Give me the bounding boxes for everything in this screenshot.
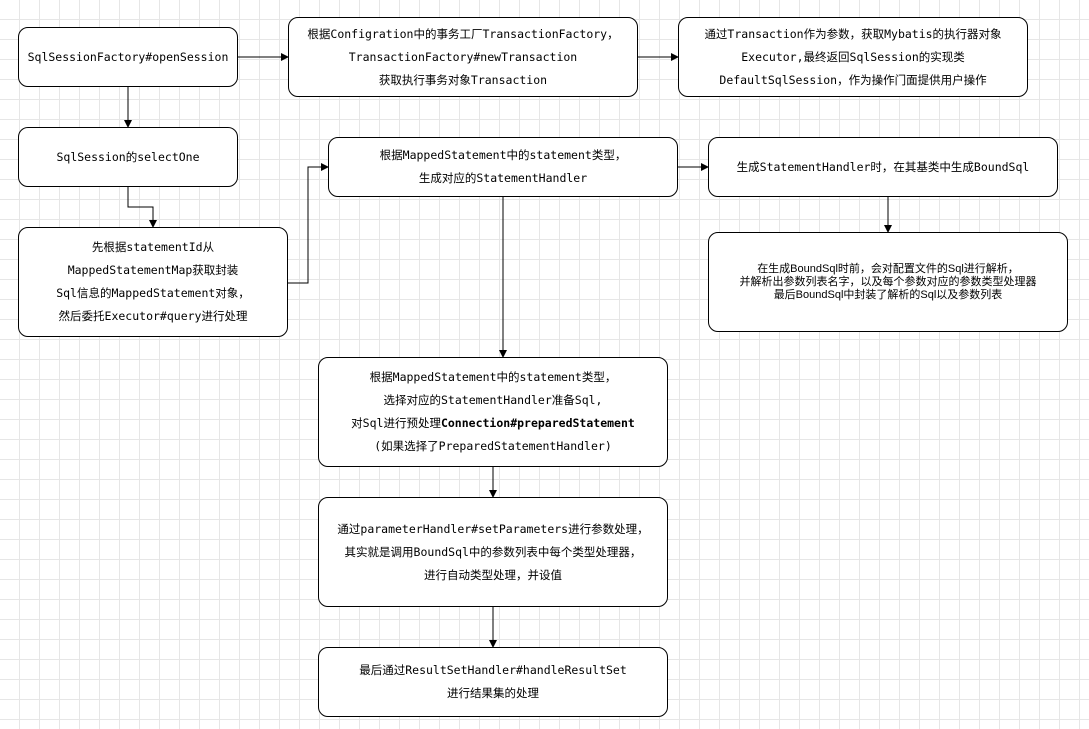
node-prepare-line: 对Sql进行预处理Connection#preparedStatement bbox=[351, 412, 635, 435]
node-prepare-line: 根据MappedStatement中的statement类型， bbox=[369, 370, 617, 384]
node-bound-sql-line: 生成StatementHandler时，在其基类中生成BoundSql bbox=[736, 159, 1030, 174]
node-set-parameters-line: 其实就是调用BoundSql中的参数列表中每个类型处理器， bbox=[344, 544, 642, 559]
node-result-set-line: 进行结果集的处理 bbox=[447, 686, 539, 700]
node-set-parameters: 通过parameterHandler#setParameters进行参数处理， … bbox=[318, 497, 668, 607]
node-executor-line: DefaultSqlSession，作为操作门面提供用户操作 bbox=[719, 72, 987, 87]
node-statement-handler-line: 生成对应的StatementHandler bbox=[418, 171, 588, 185]
node-set-parameters-line: 通过parameterHandler#setParameters进行参数处理， bbox=[337, 521, 649, 536]
node-executor-line: Executor,最终返回SqlSession的实现类 bbox=[741, 49, 965, 64]
node-open-session: SqlSessionFactory#openSession bbox=[18, 27, 238, 87]
arrow-select-one-to-mapped-statement bbox=[127, 187, 157, 228]
node-bound-sql-parse-line: 并解析出参数列表名字，以及每个参数对应的参数类型处理器 bbox=[739, 275, 1037, 288]
node-bound-sql-parse: 在生成BoundSql时前，会对配置文件的Sql进行解析， 并解析出参数列表名字… bbox=[708, 232, 1068, 332]
node-set-parameters-line: 进行自动类型处理，并设值 bbox=[424, 567, 562, 582]
node-mapped-statement: 先根据statementId从 MappedStatementMap获取封装 S… bbox=[18, 227, 288, 337]
node-mapped-statement-line: 然后委托Executor#query进行处理 bbox=[58, 309, 248, 323]
node-transaction-factory: 根据Configration中的事务工厂TransactionFactory， … bbox=[288, 17, 638, 97]
node-open-session-line: SqlSessionFactory#openSession bbox=[27, 49, 229, 64]
node-prepare-line: (如果选择了PreparedStatementHandler) bbox=[374, 439, 612, 453]
node-mapped-statement-line: 先根据statementId从 bbox=[91, 240, 215, 254]
node-prepare-line3-bold: Connection#preparedStatement bbox=[440, 416, 635, 430]
node-executor-line: 通过Transaction作为参数，获取Mybatis的执行器对象 bbox=[704, 26, 1002, 41]
node-result-set-line: 最后通过ResultSetHandler#handleResultSet bbox=[359, 663, 627, 677]
node-select-one: SqlSession的selectOne bbox=[18, 127, 238, 187]
node-statement-handler-line: 根据MappedStatement中的statement类型， bbox=[379, 148, 627, 162]
node-prepare: 根据MappedStatement中的statement类型， 选择对应的Sta… bbox=[318, 357, 668, 467]
node-executor: 通过Transaction作为参数，获取Mybatis的执行器对象 Execut… bbox=[678, 17, 1028, 97]
node-select-one-line: SqlSession的selectOne bbox=[56, 149, 200, 164]
node-mapped-statement-line: MappedStatementMap获取封装 bbox=[67, 263, 239, 277]
node-transaction-factory-line: 根据Configration中的事务工厂TransactionFactory， bbox=[307, 26, 619, 41]
node-bound-sql-parse-line: 在生成BoundSql时前，会对配置文件的Sql进行解析， bbox=[757, 262, 1019, 275]
node-bound-sql-parse-line: 最后BoundSql中封装了解析的Sql以及参数列表 bbox=[773, 288, 1003, 301]
node-statement-handler: 根据MappedStatement中的statement类型， 生成对应的Sta… bbox=[328, 137, 678, 197]
node-prepare-line: 选择对应的StatementHandler准备Sql, bbox=[383, 393, 603, 407]
node-result-set: 最后通过ResultSetHandler#handleResultSet 进行结… bbox=[318, 647, 668, 717]
node-bound-sql: 生成StatementHandler时，在其基类中生成BoundSql bbox=[708, 137, 1058, 197]
node-prepare-line3-prefix: 对Sql进行预处理 bbox=[351, 416, 441, 430]
node-transaction-factory-line: TransactionFactory#newTransaction bbox=[348, 49, 578, 64]
arrow-mapped-statement-to-statement-handler bbox=[288, 163, 329, 284]
node-mapped-statement-line: Sql信息的MappedStatement对象， bbox=[56, 286, 250, 300]
node-transaction-factory-line: 获取执行事务对象Transaction bbox=[378, 72, 548, 87]
